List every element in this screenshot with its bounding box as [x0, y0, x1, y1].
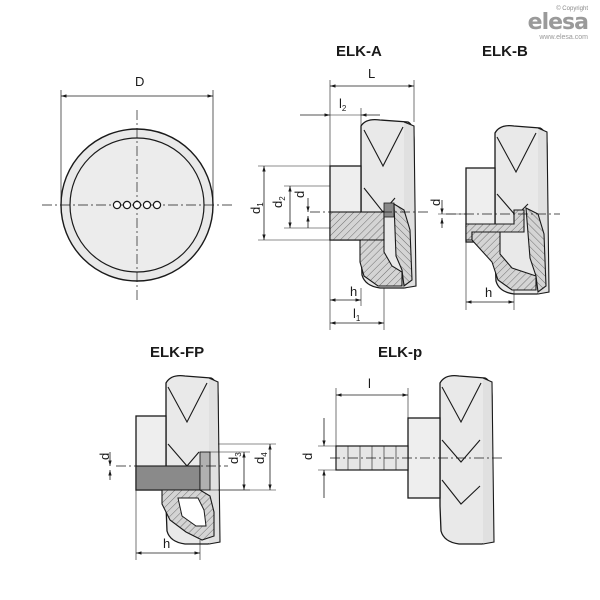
- elk-fp-view: ELK-FP d d3 d4 h: [97, 344, 276, 560]
- dim-d1-label: d1: [248, 202, 265, 214]
- dim-d4-label: d4: [252, 452, 269, 464]
- dim-l1-label: l1: [353, 306, 361, 323]
- dim-d-label-b: d: [428, 199, 443, 206]
- brand-url: www.elesa.com: [539, 34, 588, 41]
- copyright-text: © Copyright: [556, 6, 588, 12]
- elk-b-view: ELK-B d h: [428, 43, 560, 310]
- dim-D-label: D: [135, 74, 144, 89]
- elesa-logo: elesa: [527, 10, 589, 35]
- elk-p-view: ELK-p l d: [300, 344, 505, 545]
- dim-h-label-a: h: [350, 284, 357, 299]
- elk-a-title: ELK-A: [336, 43, 382, 60]
- elk-fp-title: ELK-FP: [150, 344, 204, 361]
- elk-a-view: ELK-A L l2 d1 d2 d: [248, 43, 430, 330]
- dim-d-label-a: d: [292, 191, 307, 198]
- dim-L-label: L: [368, 66, 375, 81]
- dim-d-label-p: d: [300, 453, 315, 460]
- dim-d3-label: d3: [226, 452, 243, 464]
- dim-d-label-fp: d: [97, 453, 112, 460]
- brand-block: © Copyright elesa www.elesa.com: [527, 6, 589, 41]
- dim-d2-label: d2: [270, 196, 287, 208]
- dim-h-label-b: h: [485, 285, 492, 300]
- dot-pattern: [112, 200, 162, 210]
- dim-h-label-fp: h: [163, 536, 170, 551]
- front-view: D: [42, 74, 232, 300]
- dim-l-label-p: l: [368, 376, 371, 391]
- elk-p-title: ELK-p: [378, 344, 422, 361]
- dim-l2-label: l2: [339, 96, 347, 113]
- elk-b-title: ELK-B: [482, 43, 528, 60]
